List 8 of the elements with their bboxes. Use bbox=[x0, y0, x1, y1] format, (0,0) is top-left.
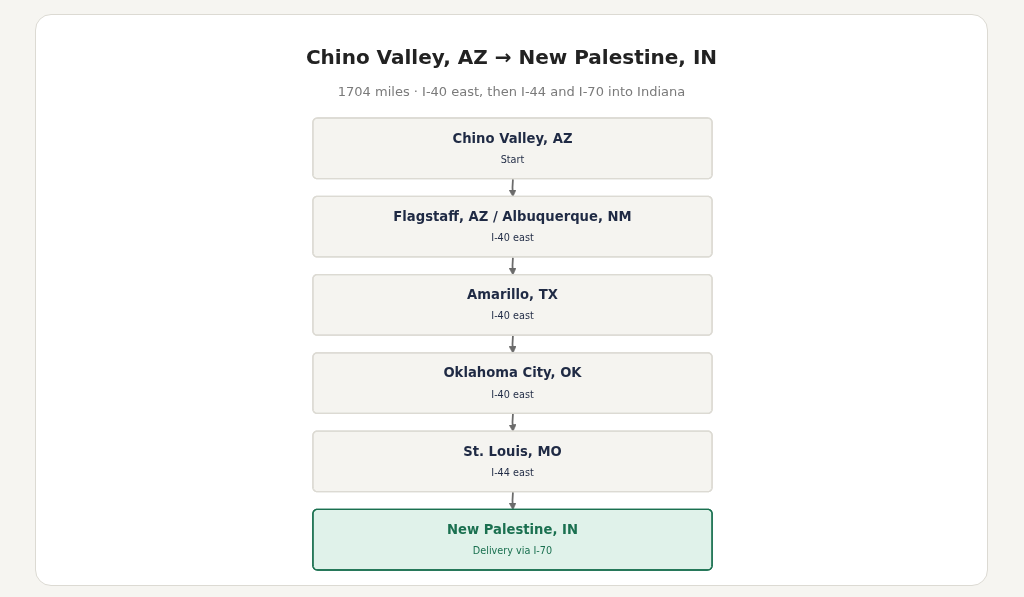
diagram-title: Chino Valley, AZ → New Palestine, IN bbox=[304, 45, 719, 69]
arrow bbox=[508, 256, 517, 276]
arrow bbox=[508, 491, 517, 511]
card-background: Chino Valley, AZ → New Palestine, IN 1704 miles · I-40 east, then I-44 and I-70 into Indiana Chino Valley, AZ Start Flagstaff, AZ / Albuquerque, NM I-40 east Amarillo, TX I-40 east Oklahoma City, OK I-40 east St. Louis, MO I-44 east New Palestine, IN Delivery via I-70 bbox=[35, 14, 988, 586]
arrow bbox=[508, 334, 517, 354]
arrow bbox=[508, 178, 517, 198]
arrow bbox=[508, 413, 517, 432]
subtitle: 1704 miles · I-40 east, then I-44 and I-70 into Indiana bbox=[337, 84, 686, 99]
